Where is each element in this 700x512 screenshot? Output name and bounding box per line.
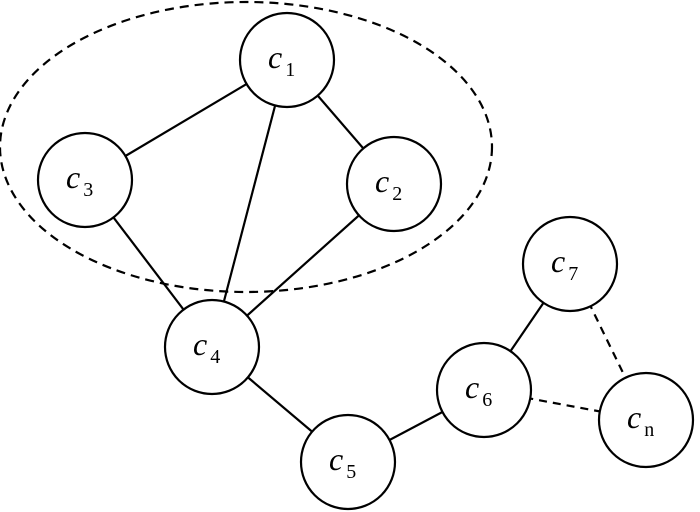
- node-subscript: 6: [482, 389, 492, 411]
- node-subscript: 5: [346, 461, 356, 483]
- node-subscript: 2: [392, 183, 402, 205]
- node-letter: c: [627, 399, 641, 435]
- node-letter: c: [268, 39, 282, 75]
- node-circle-c5: [299, 413, 397, 511]
- node-circle-c7: [521, 215, 619, 313]
- node-circle-cn: [597, 371, 695, 469]
- edge-c1-c4: [210, 59, 289, 348]
- node-circle-c4: [163, 298, 261, 396]
- node-letter: c: [465, 369, 479, 405]
- node-circle-c3: [36, 131, 134, 229]
- node-subscript: 7: [568, 263, 578, 285]
- groups-layer: [0, 0, 494, 294]
- node-letter: c: [329, 441, 343, 477]
- group-ellipse-c1-c2-c3: [0, 0, 494, 294]
- node-circle-c2: [345, 135, 443, 233]
- node-circle-c6: [435, 341, 533, 439]
- node-subscript: 4: [210, 346, 220, 368]
- node-letter: c: [193, 326, 207, 362]
- node-subscript: n: [644, 419, 654, 441]
- node-circle-c1: [238, 11, 336, 109]
- node-letter: c: [375, 163, 389, 199]
- node-letter: c: [66, 159, 80, 195]
- node-letter: c: [551, 243, 565, 279]
- node-subscript: 1: [285, 59, 295, 81]
- node-subscript: 3: [83, 179, 93, 201]
